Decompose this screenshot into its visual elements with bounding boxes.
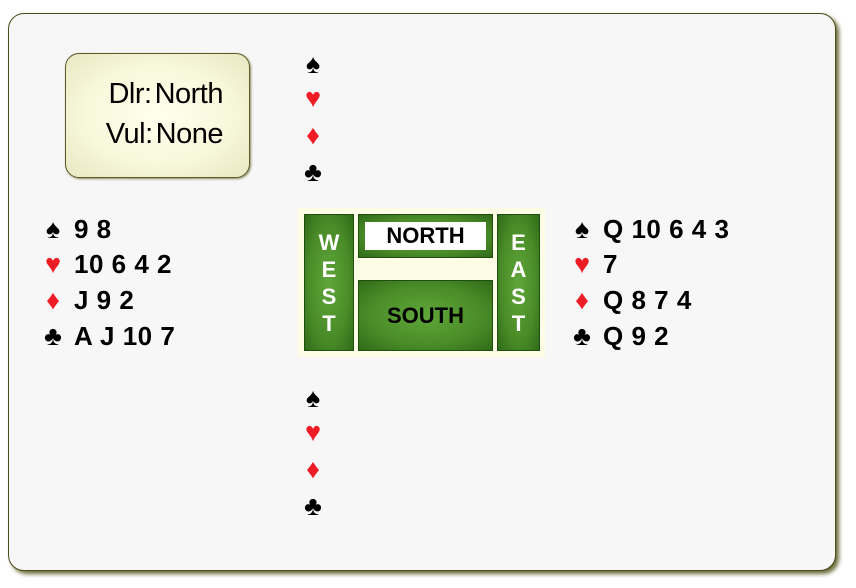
east-diamonds: Q 8 7 4: [603, 285, 692, 315]
dealer-label: Dlr:: [108, 78, 152, 110]
spade-icon: ♠: [45, 214, 61, 244]
west-hearts-row: ♥ 10 6 4 2: [38, 247, 172, 281]
dealer-value: North: [154, 78, 224, 110]
vulnerability-label: Vul:: [105, 118, 153, 150]
club-icon: ♣: [44, 321, 62, 351]
west-clubs-row: ♣ A J 10 7: [38, 319, 175, 353]
diamond-icon: ♦: [46, 285, 60, 315]
east-clubs: Q 9 2: [603, 321, 670, 351]
east-hearts: 7: [603, 249, 618, 279]
heart-icon: ♥: [304, 417, 322, 447]
vulnerability-value: None: [155, 118, 224, 150]
spade-icon: ♠: [305, 383, 321, 413]
diamond-icon: ♦: [306, 120, 320, 150]
south-seat: SOUTH: [358, 280, 493, 351]
heart-icon: ♥: [304, 83, 322, 113]
north-seat: NORTH: [358, 214, 493, 258]
spade-icon: ♠: [305, 49, 321, 79]
north-label: NORTH: [365, 222, 486, 250]
west-clubs: A J 10 7: [74, 321, 176, 351]
east-spades-row: ♠ Q 10 6 4 3: [567, 212, 729, 246]
east-spades: Q 10 6 4 3: [603, 214, 730, 244]
vulnerability-row: Vul:None: [105, 118, 224, 151]
club-icon: ♣: [304, 491, 322, 521]
west-diamonds: J 9 2: [74, 285, 135, 315]
dealer-row: Dlr:North: [108, 78, 223, 111]
heart-icon: ♥: [573, 249, 591, 279]
west-hearts: 10 6 4 2: [74, 249, 172, 279]
west-spades-row: ♠ 9 8: [38, 212, 112, 246]
diamond-icon: ♦: [575, 285, 589, 315]
west-spades: 9 8: [74, 214, 112, 244]
south-label: SOUTH: [387, 303, 464, 328]
spade-icon: ♠: [574, 214, 590, 244]
east-clubs-row: ♣ Q 9 2: [567, 319, 669, 353]
club-icon: ♣: [573, 321, 591, 351]
east-diamonds-row: ♦ Q 8 7 4: [567, 283, 692, 317]
diamond-icon: ♦: [306, 454, 320, 484]
heart-icon: ♥: [44, 249, 62, 279]
deal-info-box: Dlr:North Vul:None: [65, 53, 250, 178]
club-icon: ♣: [304, 157, 322, 187]
east-hearts-row: ♥7: [567, 247, 618, 281]
west-diamonds-row: ♦ J 9 2: [38, 283, 134, 317]
